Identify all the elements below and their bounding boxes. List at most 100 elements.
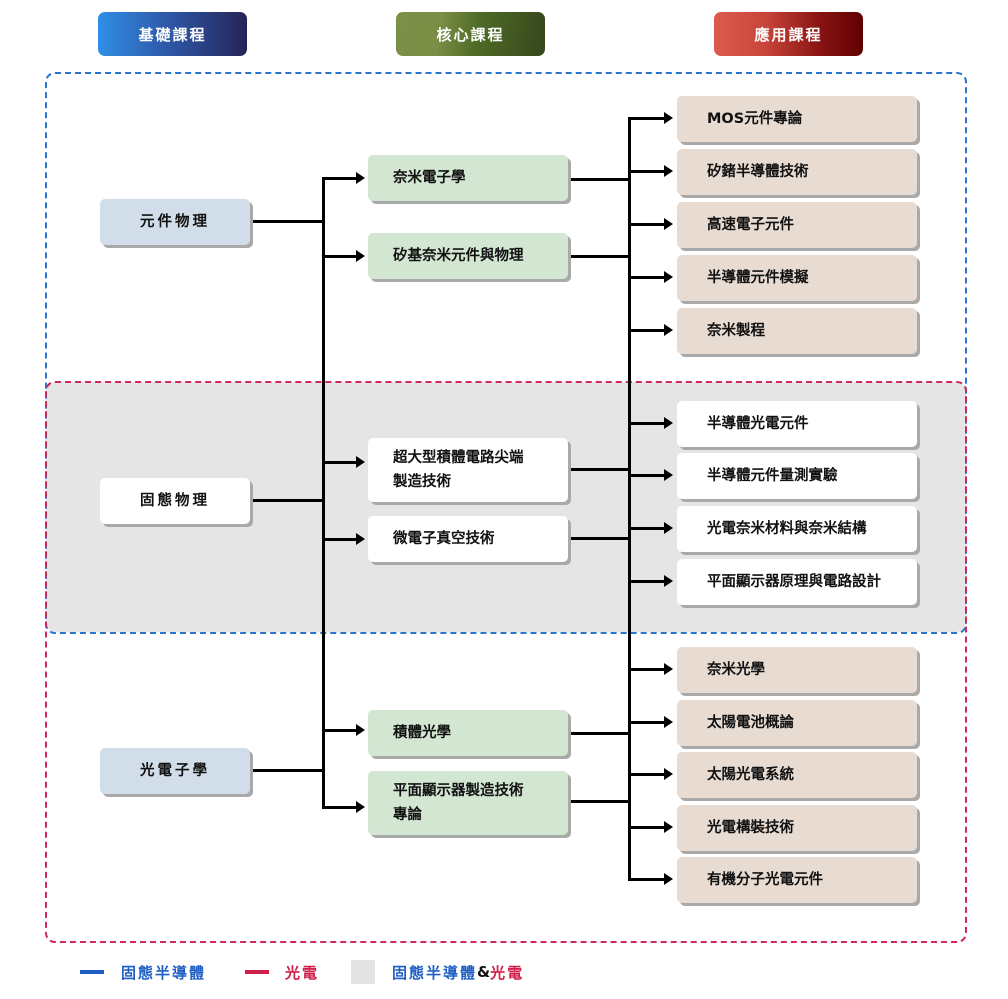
course-label: 太陽電池概論 (707, 715, 794, 731)
arrow-icon (664, 768, 673, 780)
basic-course-optoelectronics[interactable]: 光電子學 (100, 748, 250, 794)
legend-overlap-part1: 固態半導體 (392, 963, 478, 982)
connector (628, 329, 666, 332)
course-label: 矽鍺半導體技術 (707, 164, 809, 180)
legend-solid-state-swatch (80, 970, 104, 974)
applied-course[interactable]: 半導體光電元件 (677, 401, 917, 447)
applied-course[interactable]: 有機分子光電元件 (677, 857, 917, 903)
arrow-icon (664, 324, 673, 336)
applied-course[interactable]: 太陽電池概論 (677, 700, 917, 746)
connector (628, 527, 666, 530)
connector (628, 223, 666, 226)
arrow-icon (664, 663, 673, 675)
connector (568, 537, 630, 540)
arrow-icon (664, 522, 673, 534)
applied-course[interactable]: 光電構裝技術 (677, 805, 917, 851)
course-label: 微電子真空技術 (393, 531, 495, 547)
arrow-icon (664, 469, 673, 481)
connector (628, 170, 666, 173)
connector (568, 800, 630, 803)
connector (628, 773, 666, 776)
arrow-icon (356, 801, 365, 813)
connector (628, 474, 666, 477)
course-label: 奈米製程 (707, 323, 765, 339)
applied-course[interactable]: 奈米製程 (677, 308, 917, 354)
connector (568, 732, 630, 735)
connector (628, 276, 666, 279)
connector (322, 538, 358, 541)
arrow-icon (664, 271, 673, 283)
arrow-icon (356, 250, 365, 262)
legend-opto-swatch (245, 970, 269, 974)
connector (628, 826, 666, 829)
applied-course[interactable]: 半導體元件模擬 (677, 255, 917, 301)
header-core-courses: 核心課程 (396, 12, 545, 56)
legend-overlap-label: 固態半導體&光電 (392, 960, 524, 984)
core-course[interactable]: 奈米電子學 (368, 155, 568, 201)
applied-course[interactable]: 半導體元件量測實驗 (677, 453, 917, 499)
core-course[interactable]: 超大型積體電路尖端 製造技術 (368, 438, 568, 502)
core-course[interactable]: 平面顯示器製造技術 專論 (368, 771, 568, 835)
legend-solid-state-label: 固態半導體 (121, 963, 207, 982)
course-label: 奈米電子學 (393, 170, 466, 186)
basic-course-device-physics[interactable]: 元件物理 (100, 199, 250, 245)
connector (628, 580, 666, 583)
arrow-icon (356, 456, 365, 468)
course-label: 奈米光學 (707, 662, 765, 678)
connector (628, 117, 666, 120)
connector (628, 668, 666, 671)
applied-course[interactable]: 矽鍺半導體技術 (677, 149, 917, 195)
core-course[interactable]: 矽基奈米元件與物理 (368, 233, 568, 279)
connector (568, 255, 630, 258)
applied-course[interactable]: MOS元件專論 (677, 96, 917, 142)
course-label: 有機分子光電元件 (707, 872, 823, 888)
core-course[interactable]: 微電子真空技術 (368, 516, 568, 562)
course-label: 積體光學 (393, 725, 451, 741)
course-label: 光電奈米材料與奈米結構 (707, 521, 867, 537)
arrow-icon (356, 724, 365, 736)
legend-overlap-swatch (351, 960, 375, 984)
legend-overlap-amp: & (477, 963, 491, 981)
applied-course[interactable]: 太陽光電系統 (677, 752, 917, 798)
connector (250, 220, 323, 223)
connector (628, 878, 666, 881)
arrow-icon (664, 716, 673, 728)
connector (250, 499, 323, 502)
connector (568, 468, 630, 471)
course-label: MOS元件專論 (707, 111, 803, 127)
course-label: 太陽光電系統 (707, 767, 794, 783)
applied-course[interactable]: 光電奈米材料與奈米結構 (677, 506, 917, 552)
arrow-icon (664, 165, 673, 177)
course-label: 光電子學 (140, 763, 210, 779)
basic-course-solid-state-physics[interactable]: 固態物理 (100, 478, 250, 524)
trunk-basic-to-core (322, 178, 325, 809)
connector (322, 729, 358, 732)
trunk-core-to-applied (628, 117, 631, 880)
course-label-line2: 專論 (393, 807, 422, 823)
header-basic-courses: 基礎課程 (98, 12, 247, 56)
course-label: 矽基奈米元件與物理 (393, 248, 524, 264)
applied-course[interactable]: 高速電子元件 (677, 202, 917, 248)
legend-opto-label: 光電 (285, 963, 320, 982)
course-label: 平面顯示器原理與電路設計 (707, 574, 881, 590)
connector (250, 769, 323, 772)
arrow-icon (664, 575, 673, 587)
course-label: 光電構裝技術 (707, 820, 794, 836)
course-label: 半導體元件模擬 (707, 270, 809, 286)
course-label: 高速電子元件 (707, 217, 794, 233)
connector (322, 177, 358, 180)
arrow-icon (356, 533, 365, 545)
arrow-icon (664, 821, 673, 833)
solid-state-track-boundary (45, 72, 967, 634)
connector (628, 422, 666, 425)
connector (322, 255, 358, 258)
applied-course[interactable]: 平面顯示器原理與電路設計 (677, 559, 917, 605)
applied-course[interactable]: 奈米光學 (677, 647, 917, 693)
arrow-icon (664, 218, 673, 230)
connector (628, 721, 666, 724)
arrow-icon (664, 112, 673, 124)
course-label-line1: 平面顯示器製造技術 (393, 783, 524, 799)
core-course[interactable]: 積體光學 (368, 710, 568, 756)
optoelectronics-track-boundary (45, 381, 967, 943)
course-label: 元件物理 (140, 214, 210, 230)
